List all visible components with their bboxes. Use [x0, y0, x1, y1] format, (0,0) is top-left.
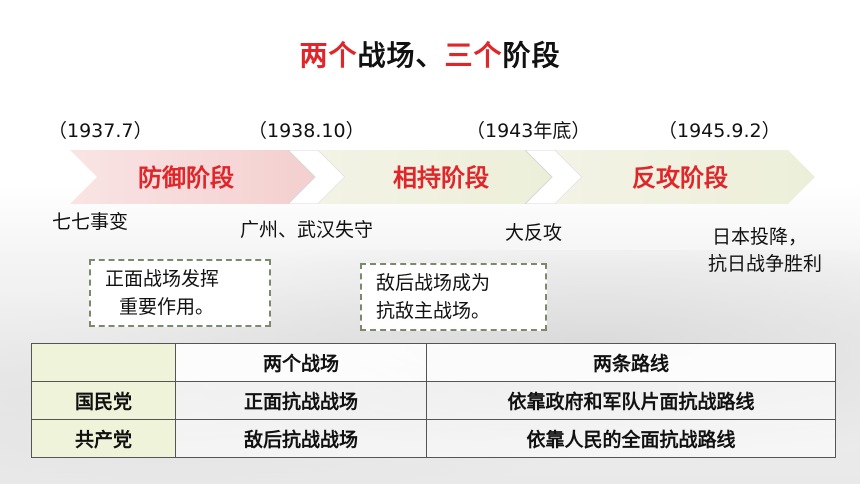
stage-label-defense: 防御阶段	[138, 164, 234, 192]
title-part-black-1: 战场、	[357, 39, 445, 72]
note-rear-line-1: 敌后战场成为	[376, 272, 491, 294]
stage-label-stalemate: 相持阶段	[393, 164, 489, 192]
stage-label-counteroffensive: 反攻阶段	[632, 164, 728, 192]
title-part-red-1: 两个	[299, 39, 358, 72]
table-header-row: 两个战场 两条路线	[31, 343, 836, 382]
event-counteroffensive: 大反攻	[505, 222, 563, 244]
table-cell-route: 依靠人民的全面抗战路线	[426, 419, 836, 458]
title-part-red-2: 三个	[444, 39, 503, 72]
note-frontline-line-1: 正面战场发挥	[105, 268, 220, 290]
stage-chevron-1	[287, 150, 346, 204]
table-row: 共产党 敌后抗战战场 依靠人民的全面抗战路线	[31, 419, 836, 458]
table-row: 国民党 正面抗战战场 依靠政府和军队片面抗战路线	[31, 381, 836, 420]
stage-arrow-stalemate	[318, 150, 552, 204]
table-cell-battlefield: 敌后抗战战场	[175, 419, 427, 458]
stage-arrow-counteroffensive	[555, 150, 815, 204]
table-cell-party: 国民党	[31, 381, 176, 420]
stage-arrow-defense	[70, 150, 315, 204]
title-part-black-2: 阶段	[502, 39, 561, 72]
note-rear-line-2: 抗敌主战场。	[376, 300, 491, 322]
event-guangzhou-wuhan: 广州、武汉失守	[240, 219, 374, 241]
table-cell-route: 依靠政府和军队片面抗战路线	[426, 381, 836, 420]
event-victory: 抗日战争胜利	[708, 253, 823, 275]
stage-chevron-2	[524, 150, 583, 204]
timeline-arrow	[70, 150, 815, 204]
note-rear: 敌后战场成为 抗敌主战场。	[360, 263, 547, 331]
table-cell-battlefield: 正面抗战战场	[175, 381, 427, 420]
event-marco-polo-bridge: 七七事变	[52, 211, 129, 233]
table-cell-party: 共产党	[31, 419, 176, 458]
date-1943: （1943年底）	[466, 120, 591, 142]
event-japan-surrender: 日本投降，	[712, 226, 808, 248]
date-1937: （1937.7）	[48, 120, 153, 142]
page-title: 两个战场、三个阶段	[0, 34, 860, 74]
date-1938: （1938.10）	[248, 120, 365, 142]
note-frontline-line-2: 重要作用。	[119, 296, 215, 318]
table-header-battlefields: 两个战场	[175, 343, 427, 382]
table-corner-cell	[31, 343, 176, 382]
date-1945: （1945.9.2）	[658, 120, 781, 142]
table-header-routes: 两条路线	[426, 343, 836, 382]
comparison-table: 两个战场 两条路线 国民党 正面抗战战场 依靠政府和军队片面抗战路线 共产党 敌…	[31, 343, 836, 458]
note-frontline: 正面战场发挥 重要作用。	[89, 259, 271, 327]
